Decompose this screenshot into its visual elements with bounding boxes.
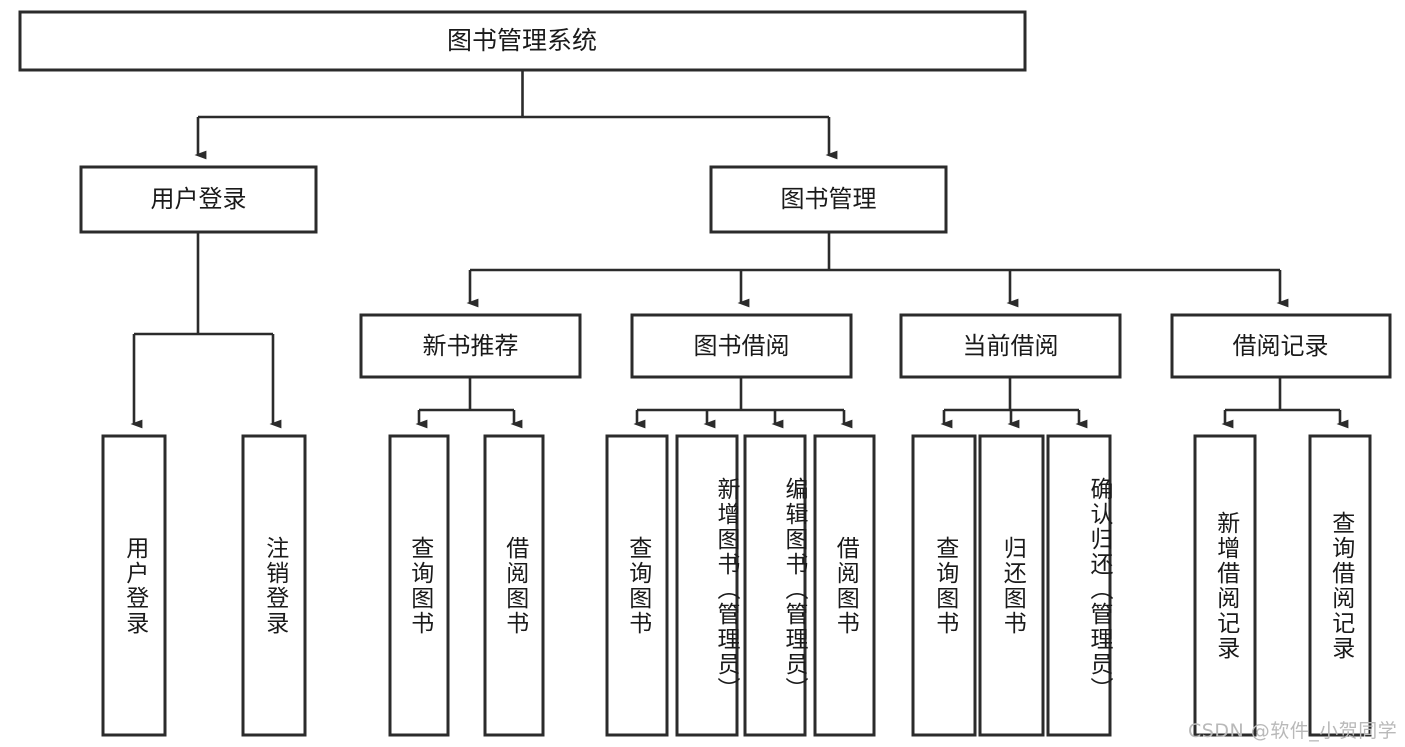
node-book-manage[interactable]: 图书管理 — [709, 165, 948, 234]
node-box-book-borrow[interactable] — [630, 313, 853, 379]
node-label-borrow-records: 借阅记录 — [1233, 332, 1329, 360]
node-box-new-book-recommend[interactable] — [359, 313, 582, 379]
node-box-user-login-do[interactable] — [101, 434, 167, 737]
connector-group-book-borrow — [633, 377, 853, 429]
connector-group-root — [194, 70, 838, 160]
node-system[interactable]: 图书管理系统 — [18, 10, 1027, 72]
node-box-query-book-3[interactable] — [911, 434, 977, 737]
node-box-system[interactable] — [18, 10, 1027, 72]
connector-group-new-book-recommend — [415, 377, 523, 429]
node-box-add-borrow-record[interactable] — [1193, 434, 1257, 737]
connector-group-current-borrow — [940, 377, 1088, 429]
node-box-query-book-2[interactable] — [605, 434, 669, 737]
connector-group-borrow-records — [1221, 377, 1349, 429]
node-label-book-borrow: 图书借阅 — [694, 332, 790, 360]
node-box-borrow-book-2[interactable] — [813, 434, 876, 737]
node-box-borrow-book-1[interactable] — [483, 434, 545, 737]
node-new-book-recommend[interactable]: 新书推荐 — [359, 313, 582, 379]
node-box-query-borrow-record[interactable] — [1308, 434, 1372, 737]
node-label-system: 图书管理系统 — [447, 26, 597, 55]
node-box-borrow-records[interactable] — [1170, 313, 1392, 379]
node-user-login[interactable]: 用户登录 — [79, 165, 318, 234]
node-label-current-borrow: 当前借阅 — [963, 332, 1059, 360]
node-box-book-manage[interactable] — [709, 165, 948, 234]
node-box-user-logout[interactable] — [241, 434, 307, 737]
node-book-borrow[interactable]: 图书借阅 — [630, 313, 853, 379]
node-box-confirm-return-admin[interactable] — [1046, 434, 1112, 737]
node-current-borrow[interactable]: 当前借阅 — [899, 313, 1122, 379]
connector-group-user-login — [130, 232, 282, 429]
node-label-new-book-recommend: 新书推荐 — [423, 332, 519, 360]
node-label-user-login: 用户登录 — [151, 185, 247, 213]
node-box-query-book-1[interactable] — [388, 434, 450, 737]
node-box-user-login[interactable] — [79, 165, 318, 234]
node-box-edit-book-admin[interactable] — [743, 434, 807, 737]
node-label-book-manage: 图书管理 — [781, 185, 877, 213]
node-box-return-book[interactable] — [978, 434, 1045, 737]
node-box-current-borrow[interactable] — [899, 313, 1122, 379]
node-borrow-records[interactable]: 借阅记录 — [1170, 313, 1392, 379]
connector-group-book-manage — [466, 232, 1289, 308]
node-box-add-book-admin[interactable] — [675, 434, 739, 737]
watermark-text: CSDN @软件_小贺同学 — [1188, 720, 1398, 742]
